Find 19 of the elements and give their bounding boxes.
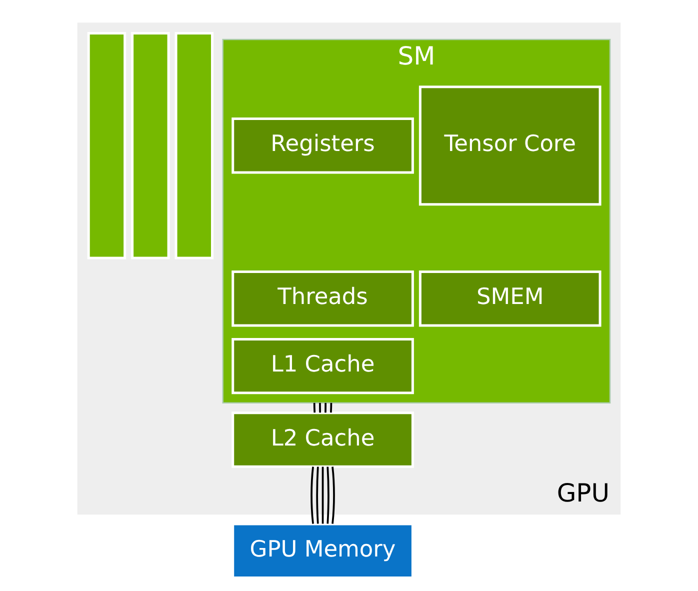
node-box	[87, 32, 126, 260]
node-box: L2 Cache	[232, 412, 414, 468]
node-box: Threads	[232, 270, 414, 327]
connector	[310, 466, 314, 524]
node-box	[131, 32, 170, 260]
connector	[322, 466, 324, 524]
node-box: Registers	[232, 118, 414, 174]
node-box: L1 Cache	[232, 338, 414, 394]
connector	[330, 402, 332, 413]
connector	[313, 402, 316, 413]
connector	[326, 466, 330, 524]
node-box: Tensor Core	[418, 86, 602, 206]
node-box: GPU Memory	[232, 522, 414, 579]
connector	[319, 402, 321, 413]
node-box: SMEM	[418, 270, 602, 327]
connector	[332, 466, 335, 524]
node-box	[174, 32, 214, 260]
connector	[316, 466, 319, 524]
connector	[324, 402, 327, 413]
